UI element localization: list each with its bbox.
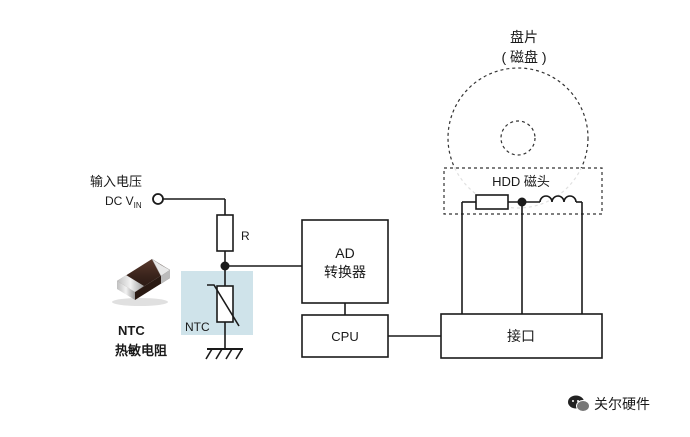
watermark-label: 关尔硬件 (594, 396, 650, 412)
resistor-label: R (241, 229, 250, 243)
hdd-head-label: HDD 磁头 (492, 174, 550, 189)
ntc-slash (207, 284, 240, 327)
head-resistor (475, 194, 509, 210)
disk-platter-hub (500, 120, 536, 156)
ground-hatch-2 (215, 348, 223, 360)
ad-label-line1: AD (335, 245, 354, 261)
wechat-icon (568, 395, 590, 412)
input-dc-subscript: IN (134, 201, 142, 210)
interface-label: 接口 (507, 328, 535, 344)
disk-subtitle: ( 磁盘 ) (501, 49, 546, 65)
interface-box (440, 313, 603, 359)
input-dc-text: DC V (105, 194, 134, 208)
cpu-box (301, 314, 389, 358)
ground-hatch-1 (205, 348, 213, 360)
ntc-part-line1: NTC (118, 323, 145, 338)
input-terminal (152, 193, 164, 205)
ad-converter-box (301, 219, 389, 304)
ground-hatch-4 (235, 348, 243, 360)
ad-label-line2: 转换器 (324, 264, 366, 280)
input-label: 输入电压 (90, 174, 142, 189)
ntc-part-line2: 热敏电阻 (115, 343, 167, 358)
resistor-r (216, 214, 234, 252)
disk-title: 盘片 (510, 29, 538, 45)
head-coil (539, 195, 577, 203)
ntc-chip-image (112, 258, 171, 306)
ground-hatch-3 (225, 348, 233, 360)
ntc-symbol-label: NTC (185, 320, 210, 334)
cpu-label: CPU (331, 329, 358, 344)
input-dc-label: DC VIN (105, 194, 142, 210)
